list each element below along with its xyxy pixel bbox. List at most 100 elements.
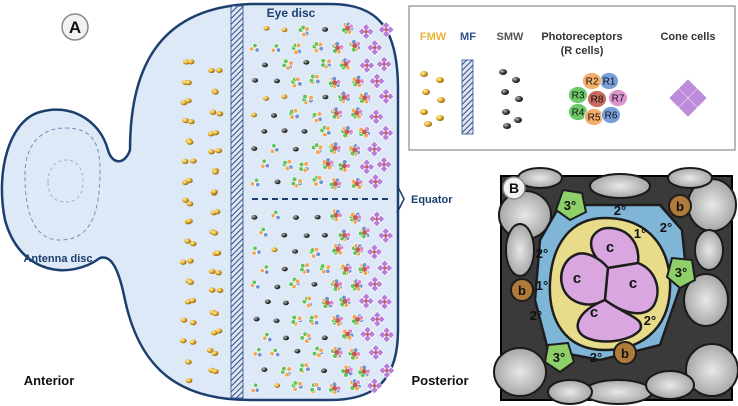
posterior-label: Posterior [411,373,468,388]
posterior-cell-field [249,21,396,396]
cone-cluster [375,156,393,173]
fmw-cell [211,189,218,195]
fmw-cell [187,59,195,65]
photoreceptor-cell [362,95,368,101]
smw-cell [253,316,260,322]
fmw-cell [216,287,224,293]
legend-r4-label: R4 [572,108,585,119]
legend-fmw-dot [437,97,445,103]
fmw-cell [263,26,270,31]
badge-a: A [61,13,89,41]
fmw-cell [187,279,195,285]
photoreceptor-cell [250,388,256,394]
photoreceptor-cell [296,315,303,321]
fmw-cell [189,241,197,247]
photoreceptor-cell [253,382,259,388]
smw-cell [251,146,258,151]
fmw-cell [211,230,219,236]
fmw-cell [281,27,288,33]
fmw-cell [179,259,187,265]
legend-smw-dot [514,117,522,123]
legend-smw-dot [503,123,511,129]
morphogenetic-furrow-band [230,5,244,399]
photoreceptor-cell [304,26,310,32]
legend-r3-label: R3 [572,91,585,102]
photoreceptor-cell [264,269,270,275]
cone-cluster [367,344,385,361]
fmw-cell [182,197,189,203]
photoreceptor-cell [275,215,281,221]
photoreceptor-cell [325,264,332,270]
legend-cone-swatch [669,79,707,117]
legend-r5-label: R5 [588,113,601,124]
photoreceptor-cell [343,266,349,272]
photoreceptor-cell [311,112,318,118]
fmw-cell [251,112,258,118]
photoreceptor-cell [274,147,280,153]
photoreceptor-cell [355,79,361,84]
ommatidium-cell [505,223,535,277]
ommatidium-cell [694,229,724,271]
legend-r1-label: R1 [603,77,616,88]
legend-smw-dot [499,69,507,75]
photoreceptor-cell [362,230,368,235]
photoreceptor-cell [332,80,338,86]
smw-cell [292,146,299,152]
legend-cone-label: Cone cells [660,31,715,43]
primary-cell-label: 1° [634,226,646,241]
equator-label: Equator [411,194,453,206]
cone-cluster [367,173,384,190]
fmw-cell [185,80,192,86]
tertiary-cell-label: 3° [564,198,576,213]
legend-fmw-dot [420,109,428,115]
smw-cell [321,232,328,238]
smw-cell [322,94,329,100]
photoreceptor-cell [352,382,358,388]
photoreceptor-cell [286,366,292,372]
legend-fmw-dot [436,77,444,83]
photoreceptor-cell [306,302,312,309]
fmw-cell [212,169,219,175]
cone-cluster [358,57,376,74]
fmw-cell [208,268,216,274]
photoreceptor-cell [254,177,260,183]
legend-r7-label: R7 [612,94,625,105]
photoreceptor-cell [303,362,309,368]
fmw-cell [189,339,197,345]
photoreceptor-cell [269,351,275,357]
photoreceptor-cell [332,145,338,151]
photoreceptor-cell [362,129,367,135]
antenna-disc-inner-dash [47,159,84,203]
smw-cell [273,78,280,84]
secondary-cell-label: 2° [644,313,656,328]
legend-fmw-dot [420,71,428,77]
photoreceptor-cell [355,247,361,253]
fmw-cell [182,117,190,124]
fmw-cell [189,320,197,326]
photoreceptor-cell [326,58,332,64]
photoreceptor-cell [295,278,301,284]
tertiary-cell-label: 3° [675,265,687,280]
cone-cluster [366,39,384,56]
anterior-label: Anterior [24,373,75,388]
fmw-cell [206,347,214,353]
primary-cell-label: 1° [536,278,548,293]
fmw-cell [185,177,193,184]
secondary-cell-label: 2° [660,220,672,235]
legend-cone-cell [669,88,688,108]
smw-cell [303,60,310,65]
photoreceptor-cell [283,58,289,64]
photoreceptor-cell [315,149,321,155]
fmw-cell [185,377,193,384]
photoreceptor-cell [345,331,351,337]
photoreceptor-cell [298,367,304,373]
ommatidium-cell [683,273,729,327]
cone-cluster [377,88,395,105]
photoreceptor-cell [288,281,294,287]
cone-cluster [359,325,376,343]
legend-smw-dot [515,96,523,102]
legend-fmw-label: FMW [420,31,447,43]
photoreceptor-cell [298,161,305,167]
tertiary-cells [543,188,697,374]
